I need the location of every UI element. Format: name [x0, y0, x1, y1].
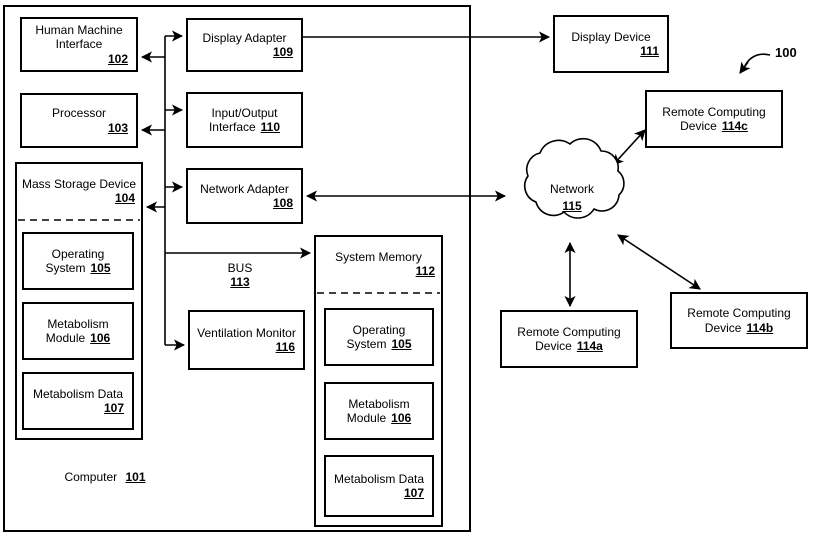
mass-storage-enclosure [15, 162, 143, 440]
computer-enclosure [3, 5, 471, 532]
node-ventilation-monitor[interactable]: Ventilation Monitor 116 [188, 310, 305, 370]
node-title: Human Machine Interface [35, 23, 123, 52]
node-title: Metabolism Data [32, 386, 124, 401]
wire-network-to-remote-114b [617, 234, 701, 290]
figure-reference-number: 100 [775, 45, 797, 60]
node-title: System Memory [335, 249, 422, 264]
node-ref: 110 [260, 120, 281, 134]
node-metabolism-data-storage[interactable]: Metabolism Data 107 [22, 372, 134, 430]
network-cloud-label[interactable]: Network 115 [510, 182, 634, 214]
node-ref: 106 [391, 411, 412, 425]
node-title: Mass Storage Device [21, 176, 137, 191]
node-title: Network Adapter [200, 181, 289, 196]
bus-label: BUS 113 [200, 261, 280, 290]
node-ref: 105 [90, 261, 111, 275]
computer-ref: 101 [125, 470, 146, 484]
node-metabolism-data-memory[interactable]: Metabolism Data 107 [324, 455, 434, 517]
node-ref: 106 [90, 331, 111, 345]
computer-caption: Computer 101 [30, 470, 180, 484]
wire-network-to-remote-114c [612, 129, 646, 166]
figure-leader-arrow [739, 61, 751, 74]
node-ref: 107 [403, 486, 424, 500]
node-ref: 114c [721, 119, 748, 133]
node-processor[interactable]: Processor 103 [20, 93, 138, 148]
bus-title: BUS [227, 261, 253, 275]
node-ref: 114a [576, 339, 603, 353]
node-ref: 105 [391, 337, 412, 351]
node-title: Display Device [571, 29, 651, 44]
computer-label: Computer [64, 470, 118, 484]
node-ref: 112 [415, 264, 435, 278]
node-network-adapter[interactable]: Network Adapter 108 [186, 168, 303, 224]
node-ref: 107 [103, 401, 124, 415]
node-title: Display Adapter [202, 30, 287, 45]
node-display-device[interactable]: Display Device 111 [553, 15, 669, 73]
cloud-ref: 115 [562, 199, 582, 214]
node-ref: 104 [114, 191, 135, 205]
node-ref: 103 [107, 120, 128, 135]
node-system-memory[interactable]: System Memory 112 [314, 235, 443, 293]
node-ref: 109 [272, 45, 293, 59]
node-display-adapter[interactable]: Display Adapter 109 [186, 18, 303, 72]
node-ref: 111 [640, 44, 659, 58]
node-title: Ventilation Monitor [197, 325, 296, 340]
node-title: Metabolism Data [333, 471, 425, 486]
node-ref: 108 [272, 196, 293, 210]
node-ref: 114b [746, 320, 774, 335]
node-human-machine-interface[interactable]: Human Machine Interface 102 [20, 17, 138, 72]
node-ref: 102 [107, 51, 128, 66]
node-ref: 116 [275, 340, 295, 354]
cloud-title: Network [549, 182, 594, 196]
figure-leader-line [743, 53, 771, 69]
bus-ref: 113 [230, 275, 250, 290]
node-mass-storage-device[interactable]: Mass Storage Device 104 [15, 162, 143, 220]
node-title: Processor [51, 106, 107, 121]
system-memory-enclosure [314, 235, 443, 527]
